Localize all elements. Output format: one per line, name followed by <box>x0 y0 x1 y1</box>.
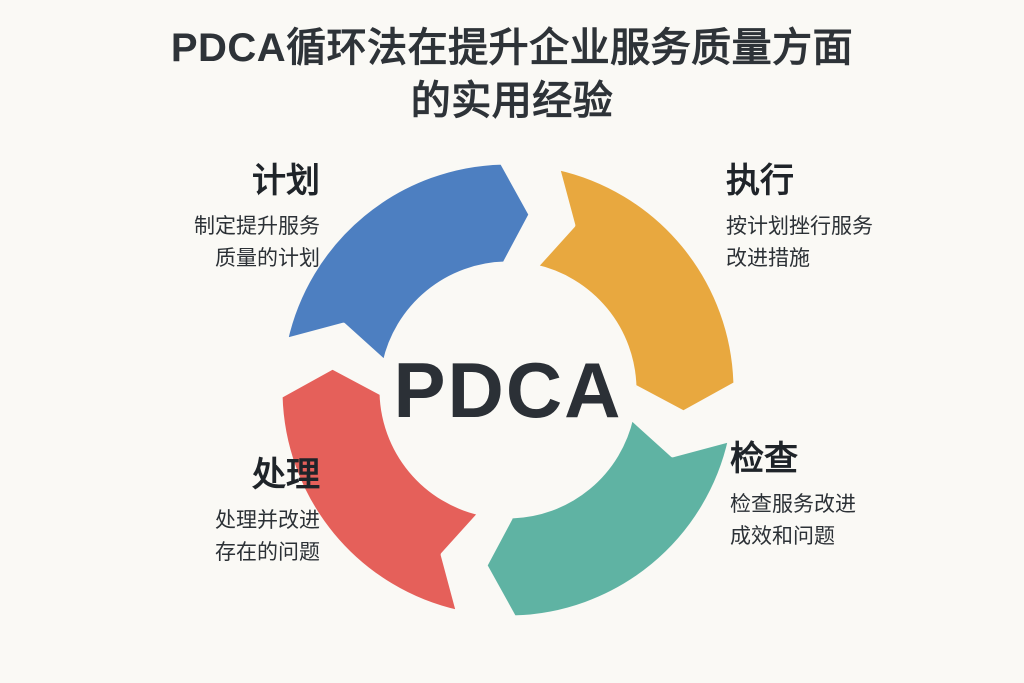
segment-desc-act-line-1: 处理并改进 <box>215 509 320 533</box>
segment-desc-do-line-2: 改进措施 <box>726 247 810 270</box>
segment-label-do: 执行 按计划挫行服务 改进措施 <box>726 162 986 275</box>
pdca-cycle-diagram <box>272 154 744 626</box>
segment-label-act: 处理 处理并改进 存在的问题 <box>70 456 320 569</box>
donut-segment-plan <box>282 159 534 366</box>
page-title-line-1: PDCA循环法在提升企业服务质量方面 <box>170 26 854 70</box>
donut-segment-check <box>482 414 734 621</box>
donut-segment-act <box>277 364 484 616</box>
page-title: PDCA循环法在提升企业服务质量方面 的实用经验 <box>0 22 1024 128</box>
segment-label-check: 检查 检查服务改进 成效和问题 <box>730 440 990 553</box>
segment-desc-plan-line-1: 制定提升服务 <box>194 215 320 239</box>
segment-title-plan: 计划 <box>252 162 320 200</box>
segment-desc-plan-line-2: 质量的计划 <box>215 247 320 270</box>
segment-desc-do: 按计划挫行服务 改进措施 <box>726 211 986 275</box>
segment-desc-plan: 制定提升服务 质量的计划 <box>70 211 320 275</box>
segment-desc-check-line-1: 检查服务改进 <box>730 493 856 517</box>
donut-segment-do <box>532 164 739 416</box>
segment-label-plan: 计划 制定提升服务 质量的计划 <box>70 162 320 275</box>
segment-title-do: 执行 <box>726 162 794 200</box>
segment-desc-do-line-1: 按计划挫行服务 <box>726 215 873 239</box>
segment-desc-check-line-2: 成效和问题 <box>730 525 835 548</box>
segment-title-check: 检查 <box>730 440 798 478</box>
segment-desc-act: 处理并改进 存在的问题 <box>70 505 320 569</box>
segment-title-act: 处理 <box>252 456 320 494</box>
page-title-line-2: 的实用经验 <box>410 79 614 124</box>
segment-desc-act-line-2: 存在的问题 <box>215 541 320 564</box>
segment-desc-check: 检查服务改进 成效和问题 <box>730 489 990 553</box>
